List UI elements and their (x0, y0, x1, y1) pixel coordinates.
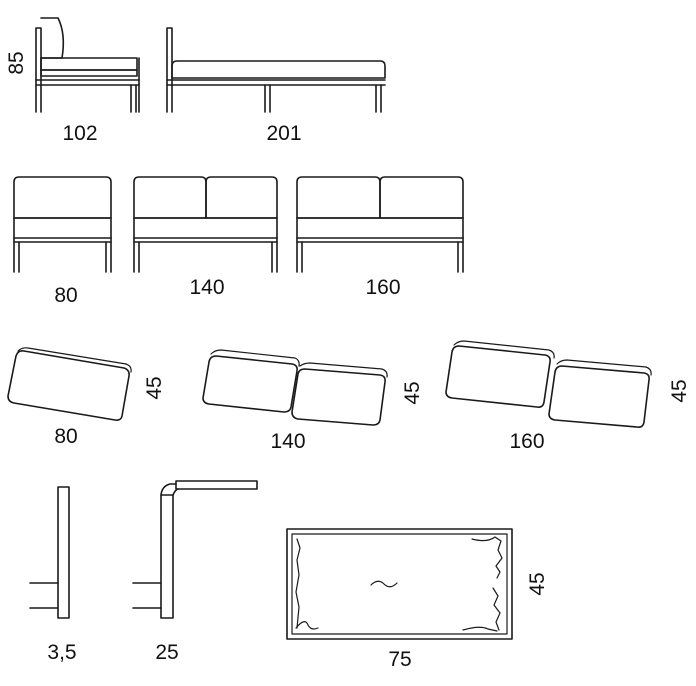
shelf-accessory (132, 480, 258, 619)
cushion-140-right (291, 362, 388, 426)
module-160-label: 160 (365, 276, 400, 299)
cushion-height-label-1: 45 (143, 376, 166, 399)
cushion-140-left (202, 349, 300, 413)
table-width-label: 75 (388, 648, 411, 671)
bed-length-label: 201 (266, 122, 301, 145)
cushion-140-label: 140 (270, 430, 305, 453)
chair-side-view (35, 17, 140, 113)
cushion-160-left (445, 340, 555, 408)
side-depth-label: 102 (62, 122, 97, 145)
panel-thickness-label: 3,5 (47, 641, 76, 664)
module-80-label: 80 (54, 284, 77, 307)
cushion-160-label: 160 (509, 430, 544, 453)
sofa-module-80-front (13, 176, 112, 273)
cushion-80-label: 80 (54, 425, 77, 448)
daybed-side-view (166, 27, 386, 113)
cushion-160-right (548, 359, 652, 428)
side-panel-accessory (29, 486, 70, 619)
cushion-height-label-3: 45 (668, 379, 691, 402)
shelf-depth-label: 25 (155, 641, 178, 664)
side-height-label: 85 (5, 51, 28, 74)
table-depth-label: 45 (526, 572, 549, 595)
cushion-height-label-2: 45 (401, 381, 424, 404)
tray-table-top-view (286, 528, 513, 640)
sofa-module-140-front (133, 176, 278, 273)
cushion-80 (7, 347, 132, 421)
sofa-module-160-front (296, 176, 464, 273)
module-140-label: 140 (189, 276, 224, 299)
